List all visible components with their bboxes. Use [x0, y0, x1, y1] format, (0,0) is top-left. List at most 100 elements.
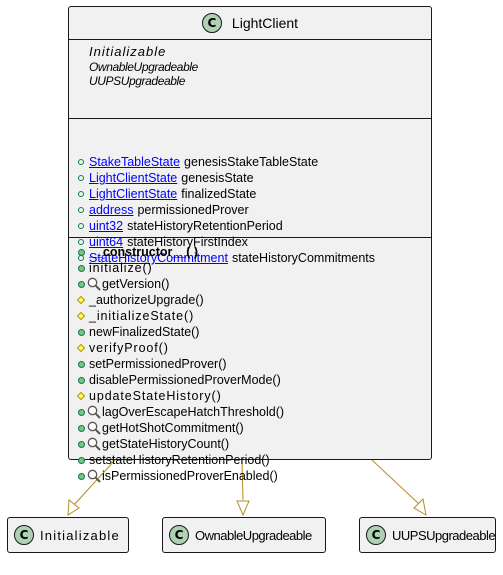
method-name: getStateHistoryCount() — [102, 437, 230, 451]
field-name: genesisStakeTableState — [184, 155, 319, 169]
public-visibility-icon — [75, 408, 87, 416]
class-lightclient[interactable]: C LightClient Initializable OwnableUpgra… — [68, 6, 432, 483]
stereotype-item: UUPSUpgradeable — [89, 74, 186, 88]
method-row: __constructor__( ) — [75, 244, 431, 260]
internal-visibility-icon — [75, 295, 87, 305]
inheritance-arrowhead-uups — [413, 497, 427, 516]
field-name: stateHistoryCommitments — [231, 251, 376, 265]
inheritance-line-uups — [371, 459, 421, 506]
field-type-link[interactable]: LightClientState — [89, 187, 178, 201]
public-visibility-icon — [75, 328, 87, 336]
class-badge-icon: C — [169, 525, 189, 545]
inheritance-arrowhead-ownable — [236, 500, 250, 517]
method-name: lagOverEscapeHatchThreshold() — [102, 405, 285, 419]
method-row: _authorizeUpgrade() — [75, 292, 431, 308]
field-type-link[interactable]: uint64 — [89, 235, 124, 249]
method-name: _initializeState() — [89, 309, 195, 323]
field-type-link[interactable]: LightClientState — [89, 171, 178, 185]
method-name: newFinalizedState() — [89, 325, 200, 339]
method-row: disablePermissionedProverMode() — [75, 372, 431, 388]
method-name: getVersion() — [102, 277, 170, 291]
method-row: lagOverEscapeHatchThreshold() — [75, 404, 431, 420]
stereotype-item: Initializable — [89, 44, 167, 59]
field-type-link[interactable]: uint32 — [89, 219, 124, 233]
class-name: LightClient — [231, 15, 299, 31]
public-visibility-icon — [75, 264, 87, 272]
field-name: stateHistoryFirstIndex — [127, 235, 248, 249]
public-visibility-icon — [75, 376, 87, 384]
public-visibility-icon — [75, 472, 87, 480]
public-visibility-icon — [75, 456, 87, 464]
class-badge-icon: C — [14, 525, 34, 545]
inheritance-line-initializable — [72, 459, 116, 507]
method-name: disablePermissionedProverMode() — [89, 373, 281, 387]
method-row: _initializeState() — [75, 308, 431, 324]
stereotype-section: Initializable OwnableUpgradeable UUPSUpg… — [69, 40, 431, 119]
magnifier-icon — [87, 437, 101, 451]
public-visibility-icon — [75, 440, 87, 448]
magnifier-icon — [87, 469, 101, 483]
stereotype-item: OwnableUpgradeable — [89, 59, 198, 74]
field-type-link[interactable]: StakeTableState — [89, 155, 181, 169]
magnifier-icon — [87, 405, 101, 419]
class-header: C LightClient — [69, 7, 431, 40]
method-row: newFinalizedState() — [75, 324, 431, 340]
method-name: _authorizeUpgrade() — [89, 293, 204, 307]
field-type-link[interactable]: address — [89, 203, 134, 217]
field-type-link[interactable]: StateHistoryCommitment — [89, 251, 228, 265]
public-visibility-icon — [75, 223, 87, 229]
public-visibility-icon — [75, 159, 87, 165]
method-row: getStateHistoryCount() — [75, 436, 431, 452]
method-section: __constructor__( ) initialize() getVersion… — [69, 238, 431, 484]
method-name: setstateHistoryRetentionPeriod() — [89, 453, 270, 467]
public-visibility-icon — [75, 248, 87, 256]
public-visibility-icon — [75, 424, 87, 432]
field-name: genesisState — [181, 171, 254, 185]
method-row: getHotShotCommitment() — [75, 420, 431, 436]
internal-visibility-icon — [75, 311, 87, 321]
class-name: OwnableUpgradeable — [195, 527, 312, 543]
class-initializable[interactable]: C Initializable — [7, 517, 129, 553]
internal-visibility-icon — [75, 343, 87, 353]
method-row: initialize() — [75, 260, 431, 276]
field-name: finalizedState — [181, 187, 257, 201]
method-name: verifyProof() — [89, 341, 169, 355]
class-name: UUPSUpgradeable — [392, 527, 496, 543]
field-name: permissionedProver — [137, 203, 249, 217]
internal-visibility-icon — [75, 391, 87, 401]
method-name: getHotShotCommitment() — [102, 421, 244, 435]
class-badge-icon: C — [201, 13, 222, 33]
public-visibility-icon — [75, 280, 87, 288]
public-visibility-icon — [75, 175, 87, 181]
class-ownableupgradeable[interactable]: C OwnableUpgradeable — [162, 517, 326, 553]
method-row: isPermissionedProverEnabled() — [75, 468, 431, 484]
class-uupsupgradeable[interactable]: C UUPSUpgradeable — [359, 517, 496, 553]
public-visibility-icon — [75, 191, 87, 197]
method-row: setstateHistoryRetentionPeriod() — [75, 452, 431, 468]
method-row: updateStateHistory() — [75, 388, 431, 404]
class-badge-icon: C — [366, 525, 386, 545]
public-visibility-icon — [75, 207, 87, 213]
magnifier-icon — [87, 421, 101, 435]
method-row: getVersion() — [75, 276, 431, 292]
method-name: updateStateHistory() — [89, 389, 222, 403]
method-name: initialize() — [89, 261, 153, 275]
public-visibility-icon — [75, 239, 87, 245]
inheritance-line-ownable — [241, 459, 244, 501]
method-row: setPermissionedProver() — [75, 356, 431, 372]
inheritance-arrowhead-initializable — [67, 499, 80, 516]
method-name: __constructor__( ) — [89, 245, 199, 259]
field-name: stateHistoryRetentionPeriod — [127, 219, 283, 233]
public-visibility-icon — [75, 360, 87, 368]
method-row: verifyProof() — [75, 340, 431, 356]
class-name: Initializable — [40, 527, 120, 543]
method-name: setPermissionedProver() — [89, 357, 227, 371]
